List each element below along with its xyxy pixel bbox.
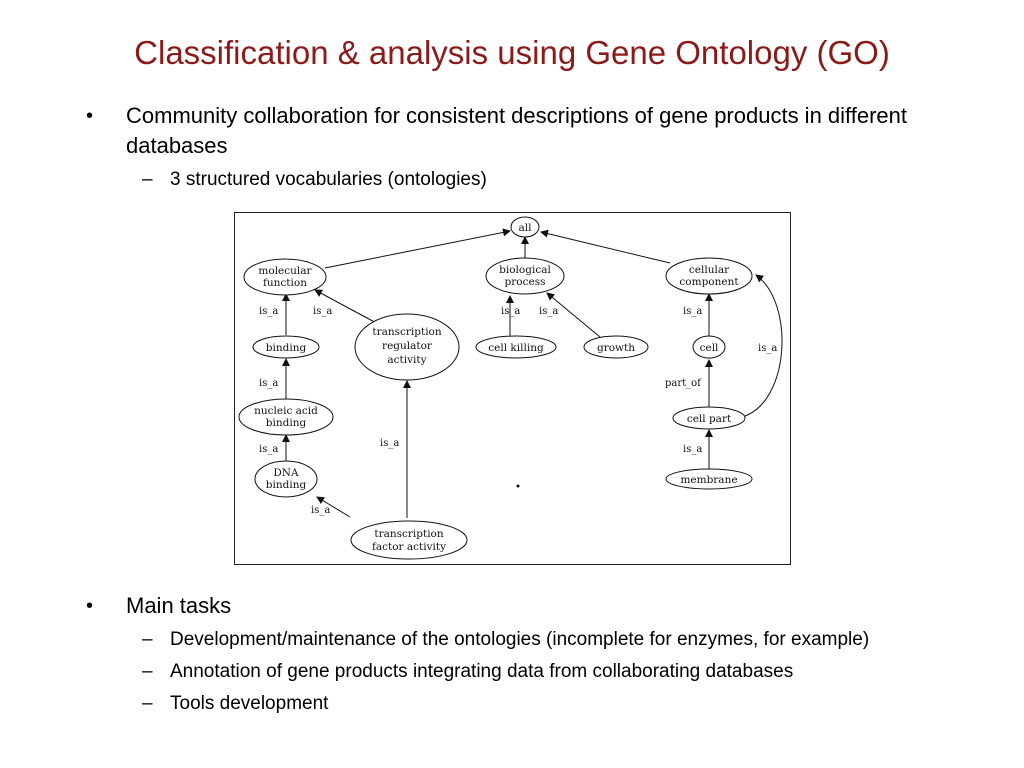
edge-label-is-a: is_a [539, 306, 558, 317]
node-transcription-regulator-shape [354, 313, 460, 381]
node-biological-process-line2: process [505, 276, 546, 288]
bullet-marker: • [86, 105, 94, 127]
sub-bullet-item: – Annotation of gene products integratin… [86, 659, 966, 685]
edge-label-is-a: is_a [683, 444, 702, 455]
edge-label-is-a: is_a [259, 444, 278, 455]
node-transcription-factor-line1: transcription [374, 528, 444, 540]
edge-cc-all [540, 229, 671, 264]
node-dna-binding-line2: binding [266, 479, 307, 491]
node-cell-shape [692, 335, 726, 359]
top-bullet-list: • Community collaboration for consistent… [86, 101, 966, 193]
node-dna-binding-shape [254, 460, 318, 498]
node-all: all [519, 222, 533, 234]
sub-bullet-text: Development/maintenance of the ontologie… [170, 629, 870, 650]
edge-cellpart-cc [741, 274, 783, 418]
sub-bullet-item: – Tools development [86, 691, 966, 717]
bullet-text: Main tasks [126, 593, 232, 618]
dash-marker: – [142, 169, 153, 190]
bullet-item: • Main tasks [86, 591, 966, 621]
node-transcription-factor-line2: factor activity [372, 541, 446, 553]
edge-label-is-a: is_a [683, 306, 702, 317]
edge-label-is-a: is_a [380, 438, 399, 449]
edge-label-is-a: is_a [501, 306, 520, 317]
graph-nodes [238, 216, 753, 560]
node-cellular-component-line2: component [679, 276, 739, 288]
node-biological-process-line1: biological [499, 264, 551, 276]
node-dna-binding-line1: DNA [273, 467, 299, 479]
node-molecular-function-line2: function [263, 277, 307, 289]
bullet-marker: • [86, 595, 94, 617]
stray-dot [516, 484, 520, 488]
go-diagram: is_a is_a is_a is_a is_a is_a is_a is_a … [234, 212, 791, 565]
node-cell-part-shape [672, 406, 746, 430]
edge-tra-mf [314, 289, 381, 326]
node-nucleic-acid-binding-shape [238, 398, 334, 436]
node-biological-process-shape [485, 257, 565, 295]
node-cell-killing-shape [475, 335, 557, 359]
node-membrane: membrane [680, 474, 737, 486]
dash-marker: – [142, 629, 153, 650]
edge-label-part-of: part_of [665, 378, 702, 389]
node-cell-killing: cell killing [488, 342, 544, 354]
node-cell: cell [700, 342, 719, 354]
node-transcription-regulator-line2: regulator [382, 340, 433, 352]
edge-labels: is_a is_a is_a is_a is_a is_a is_a is_a … [259, 306, 777, 516]
sub-bullet-text: 3 structured vocabularies (ontologies) [170, 169, 487, 190]
dash-marker: – [142, 693, 153, 714]
node-transcription-regulator-line1: transcription [372, 326, 442, 338]
node-nucleic-acid-binding-line1: nucleic acid [254, 405, 318, 417]
bottom-bullet-list: • Main tasks – Development/maintenance o… [86, 591, 966, 717]
edge-label-is-a: is_a [259, 306, 278, 317]
go-graph: is_a is_a is_a is_a is_a is_a is_a is_a … [238, 216, 783, 560]
node-transcription-regulator-line3: activity [387, 354, 426, 366]
edge-label-is-a: is_a [311, 505, 330, 516]
node-cellular-component-line1: cellular [689, 264, 730, 276]
graph-edges [282, 228, 783, 518]
edge-label-is-a: is_a [259, 378, 278, 389]
edge-growth-bp [546, 292, 601, 338]
sub-bullet-item: – 3 structured vocabularies (ontologies) [86, 167, 966, 193]
node-all-shape [510, 216, 540, 238]
edge-mf-all [324, 228, 511, 269]
node-growth-shape [583, 335, 649, 359]
sub-bullet-item: – Development/maintenance of the ontolog… [86, 627, 966, 653]
sub-bullet-text: Annotation of gene products integrating … [170, 661, 794, 682]
node-molecular-function-line1: molecular [258, 265, 312, 277]
edge-tfa-dna [316, 496, 351, 518]
slide-title: Classification & analysis using Gene Ont… [134, 34, 890, 71]
node-binding: binding [266, 342, 307, 354]
node-nucleic-acid-binding-line2: binding [266, 417, 307, 429]
node-transcription-factor-shape [350, 520, 468, 560]
node-binding-shape [252, 335, 320, 359]
node-molecular-function-shape [243, 258, 327, 296]
node-growth: growth [597, 342, 635, 354]
sub-bullet-text: Tools development [170, 693, 329, 714]
node-membrane-shape [665, 468, 753, 490]
node-cellular-component-shape [665, 257, 753, 295]
node-labels: all molecular function biological proces… [254, 222, 739, 553]
edge-label-is-a: is_a [313, 306, 332, 317]
bullet-item: • Community collaboration for consistent… [86, 101, 966, 161]
node-cell-part: cell part [687, 413, 732, 425]
dash-marker: – [142, 661, 153, 682]
bullet-text: Community collaboration for consistent d… [126, 103, 908, 158]
edge-label-is-a: is_a [758, 343, 777, 354]
